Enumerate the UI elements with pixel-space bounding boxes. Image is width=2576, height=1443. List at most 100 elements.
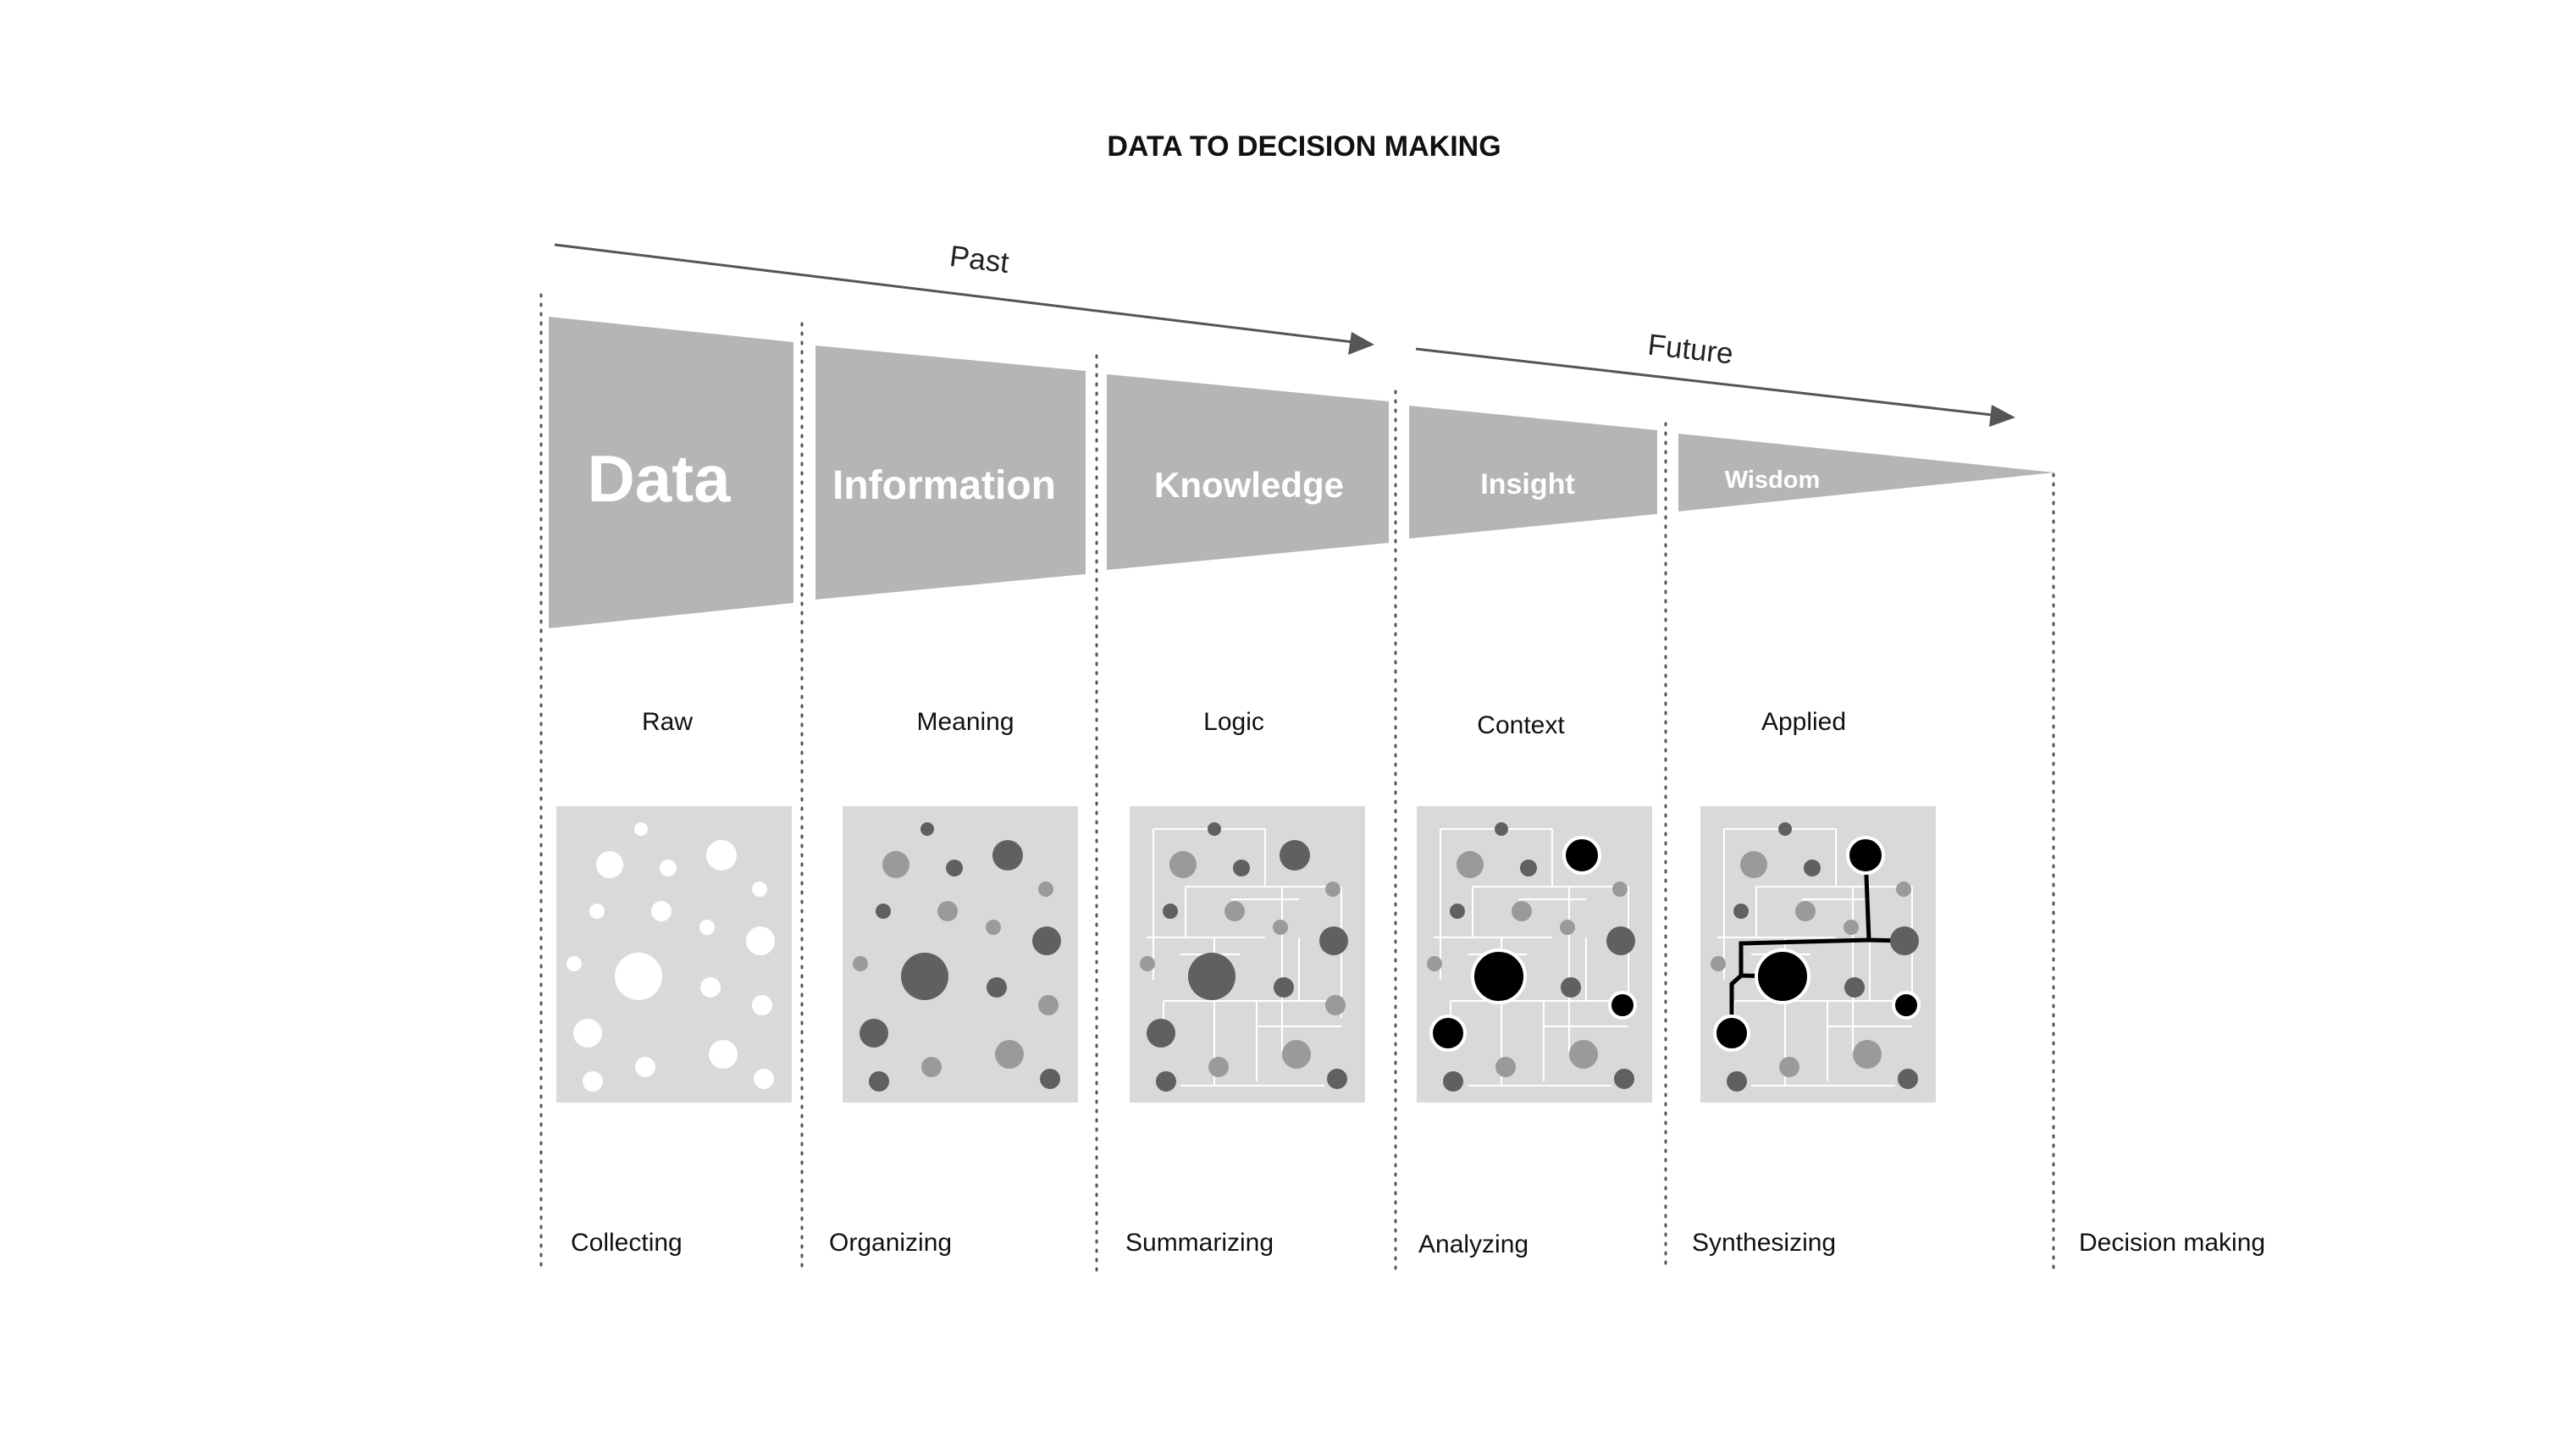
- data-point-meaning: [853, 956, 868, 971]
- data-point-meaning: [995, 1040, 1024, 1069]
- funnel-shape-information: [815, 346, 1086, 600]
- process-decision-making: Decision making: [2079, 1229, 2265, 1257]
- stage-name-knowledge: Knowledge: [1154, 465, 1344, 505]
- synthesis-path: [1729, 854, 1905, 1033]
- data-point-meaning: [987, 977, 1007, 998]
- diagram-title: DATA TO DECISION MAKING: [1107, 130, 1501, 163]
- past-arrow: Past: [554, 240, 1374, 355]
- highlight-node-context: [1429, 1015, 1467, 1052]
- descriptor-meaning: Meaning: [916, 708, 1014, 736]
- illustration-applied: [1700, 806, 1936, 1103]
- data-point-meaning: [882, 851, 909, 878]
- future-arrow: Future: [1415, 328, 2015, 427]
- data-point-meaning: [986, 920, 1001, 935]
- future-label: Future: [1646, 328, 1735, 370]
- data-point-applied: [1740, 851, 1767, 878]
- highlight-node-applied: [1892, 991, 1921, 1020]
- data-point-context: [1457, 851, 1484, 878]
- data-point-logic: [1208, 1057, 1229, 1077]
- data-point-raw: [660, 860, 677, 876]
- data-point-raw: [573, 1019, 602, 1048]
- data-point-meaning: [1040, 1069, 1060, 1089]
- tile-background-raw: [556, 806, 792, 1103]
- stage-name-wisdom: Wisdom: [1725, 467, 1821, 494]
- funnel-segment-insight: Insight: [1409, 406, 1657, 539]
- data-point-meaning: [937, 901, 958, 921]
- highlight-node-context: [1562, 836, 1601, 875]
- data-point-raw: [589, 904, 605, 919]
- data-point-logic: [1169, 851, 1197, 878]
- data-point-applied: [1844, 977, 1865, 998]
- data-point-context: [1614, 1069, 1634, 1089]
- data-point-applied: [1898, 1069, 1918, 1089]
- illustration-context: [1417, 806, 1652, 1103]
- data-point-context: [1450, 904, 1465, 919]
- data-point-logic: [1163, 904, 1178, 919]
- data-point-raw: [635, 1057, 655, 1077]
- data-point-meaning: [992, 840, 1023, 871]
- descriptor-raw: Raw: [642, 708, 693, 736]
- data-point-meaning: [1038, 882, 1053, 897]
- past-arrow-line: [554, 243, 1354, 344]
- data-point-context: [1512, 901, 1532, 921]
- tile-background-context: [1417, 806, 1652, 1103]
- data-point-applied: [1853, 1040, 1882, 1069]
- data-point-raw: [634, 822, 648, 836]
- data-point-context: [1612, 882, 1628, 897]
- tile-background-meaning: [843, 806, 1078, 1103]
- data-point-raw: [596, 851, 623, 878]
- data-point-applied: [1711, 956, 1726, 971]
- stage-name-insight: Insight: [1480, 468, 1574, 500]
- data-point-logic: [1147, 1019, 1175, 1048]
- data-point-applied: [1727, 1071, 1747, 1092]
- data-point-context: [1495, 1057, 1516, 1077]
- data-point-raw: [709, 1040, 738, 1069]
- descriptor-logic: Logic: [1203, 708, 1264, 736]
- data-point-raw: [651, 901, 672, 921]
- data-point-meaning: [876, 904, 891, 919]
- data-point-logic: [1140, 956, 1155, 971]
- data-point-meaning: [1038, 995, 1059, 1015]
- process-collecting: Collecting: [571, 1229, 683, 1257]
- data-point-logic: [1325, 995, 1346, 1015]
- illustration-logic: [1130, 806, 1365, 1103]
- funnel-shape-data: [549, 317, 793, 628]
- data-point-raw: [567, 956, 582, 971]
- data-point-logic: [1319, 926, 1348, 955]
- data-point-logic: [1208, 822, 1221, 836]
- data-point-context: [1560, 920, 1575, 935]
- past-arrow-head: [1348, 332, 1374, 355]
- data-point-logic: [1156, 1071, 1176, 1092]
- data-point-context: [1495, 822, 1508, 836]
- data-point-context: [1427, 956, 1442, 971]
- data-point-raw: [615, 953, 662, 1000]
- funnel-shape-wisdom: [1678, 434, 2054, 511]
- future-arrow-line: [1415, 347, 1993, 417]
- data-point-raw: [699, 920, 715, 935]
- process-organizing: Organizing: [829, 1229, 952, 1257]
- illustration-tiles: [556, 806, 1936, 1103]
- data-point-raw: [752, 882, 767, 897]
- process-summarizing: Summarizing: [1125, 1229, 1274, 1257]
- data-point-logic: [1188, 953, 1235, 1000]
- funnel: Data Information Knowledge Insight Wisdo…: [549, 317, 2054, 628]
- tile-background-logic: [1130, 806, 1365, 1103]
- funnel-shape-insight: [1409, 406, 1657, 539]
- data-point-logic: [1280, 840, 1310, 871]
- data-point-meaning: [1032, 926, 1061, 955]
- data-point-logic: [1327, 1069, 1347, 1089]
- data-point-raw: [746, 926, 775, 955]
- data-point-logic: [1282, 1040, 1311, 1069]
- highlight-node-applied: [1713, 1015, 1750, 1052]
- data-point-logic: [1233, 860, 1250, 876]
- data-point-meaning: [921, 1057, 942, 1077]
- data-point-applied: [1795, 901, 1816, 921]
- data-point-raw: [754, 1069, 774, 1089]
- data-point-context: [1520, 860, 1537, 876]
- data-point-context: [1561, 977, 1581, 998]
- funnel-segment-information: Information: [815, 346, 1086, 600]
- illustration-meaning: [843, 806, 1078, 1103]
- data-point-logic: [1325, 882, 1341, 897]
- data-point-applied: [1890, 926, 1919, 955]
